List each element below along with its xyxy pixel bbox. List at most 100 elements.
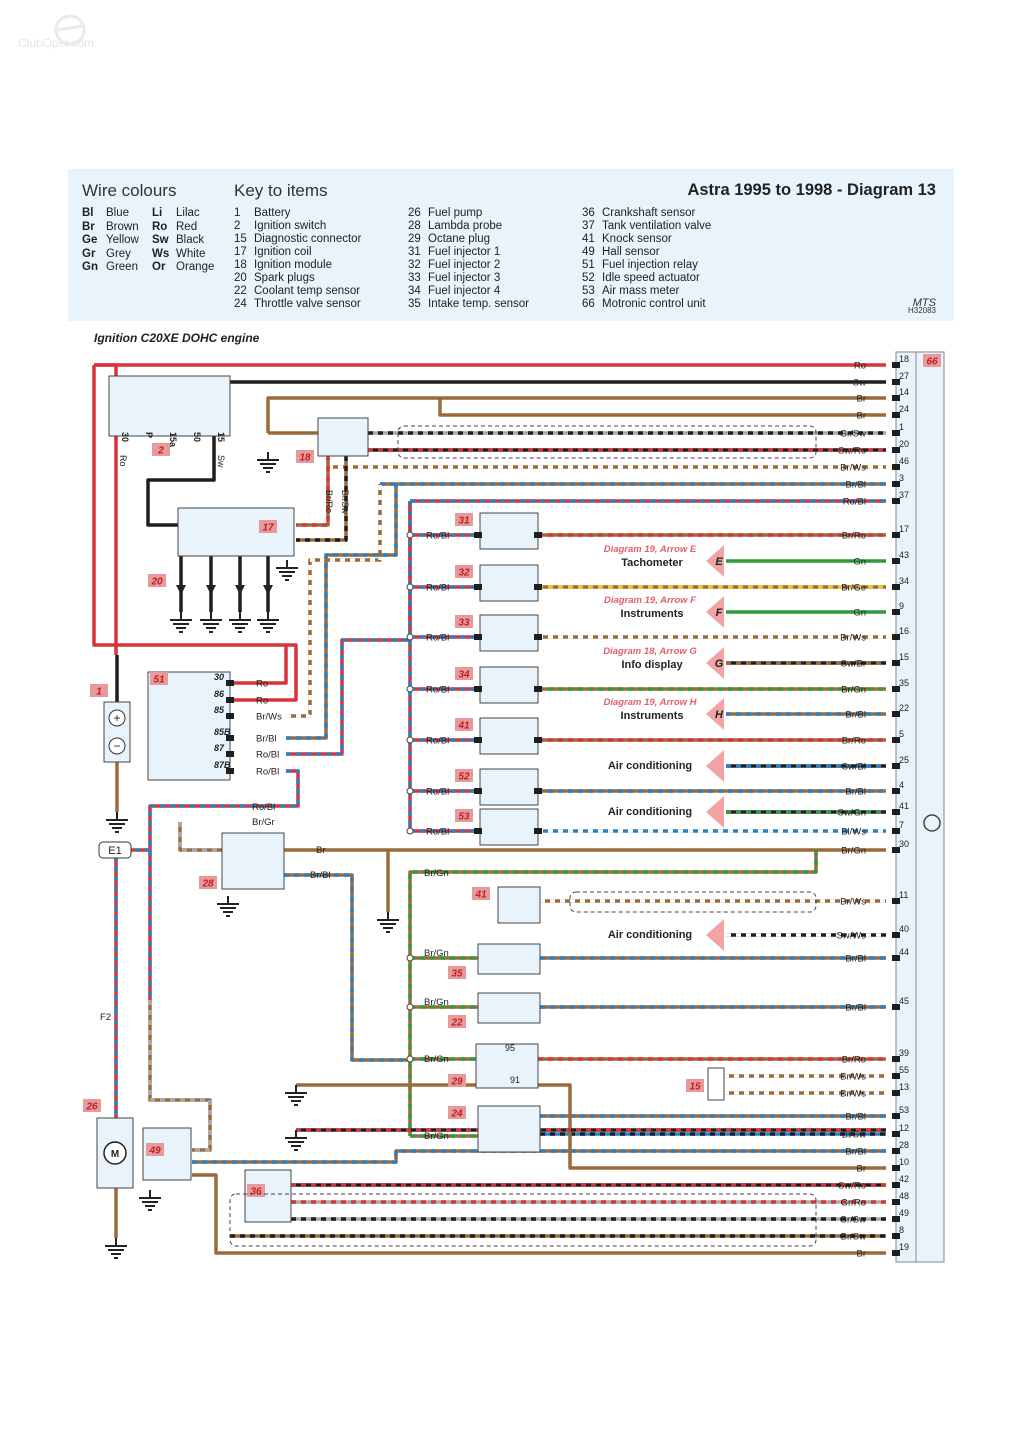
item-number: 35: [451, 969, 463, 980]
wire-label: Ro/Bl: [426, 827, 449, 838]
ecu-wire-label: Sw: [853, 378, 866, 389]
key-number: 33: [408, 272, 421, 284]
plus-sign: +: [113, 711, 120, 725]
air-conditioning-label: Air conditioning: [608, 760, 692, 772]
watermark-logo: [54, 14, 86, 46]
reference-label: Info display: [621, 659, 683, 671]
key-number: 37: [582, 220, 595, 232]
wire-trace: [296, 456, 348, 542]
watermark-text: ClubOpel.com: [18, 36, 95, 50]
injector-41: [479, 717, 539, 755]
pin: [534, 584, 542, 590]
ecu-pin-number: 7: [899, 820, 904, 830]
spark-plug-icon: [263, 585, 273, 595]
pin: [474, 828, 482, 834]
arrow-icon: [706, 750, 724, 782]
pin: [226, 735, 234, 741]
junction: [406, 827, 414, 835]
junction: [406, 633, 414, 641]
ecu-pin-number: 30: [899, 839, 909, 849]
shielding: [569, 891, 817, 913]
key-label: Hall sensor: [602, 246, 660, 258]
pin: [892, 1165, 900, 1171]
pin: [892, 412, 900, 418]
wire-label: Ro/Bl: [426, 531, 449, 542]
key-label: Fuel injection relay: [602, 259, 698, 271]
ecu-pin-number: 42: [899, 1174, 909, 1184]
arrow-icon: [706, 919, 724, 951]
ecu-pin-number: 19: [899, 1242, 909, 1252]
arrow-letter: E: [715, 556, 723, 568]
item-number: 33: [458, 618, 470, 629]
colour-name: Orange: [176, 261, 215, 273]
octane-plug: [475, 1043, 539, 1089]
key-label: Ignition coil: [254, 246, 312, 258]
pin: [892, 1131, 900, 1137]
injector-53: [479, 808, 539, 846]
pin: [892, 558, 900, 564]
item-number: 15: [689, 1082, 701, 1093]
ecu-pin-number: 22: [899, 703, 909, 713]
wire-label: Ro/Bl: [426, 787, 449, 798]
item-number: 17: [262, 523, 274, 534]
ecu-symbol-icon: [923, 814, 941, 832]
key-number: 35: [408, 298, 421, 310]
ecu-pin-number: 35: [899, 678, 909, 688]
key-number: 28: [408, 220, 421, 232]
pin: [892, 395, 900, 401]
item-badge: [83, 1099, 101, 1112]
key-number: 22: [234, 285, 247, 297]
key-label: Fuel injector 1: [428, 246, 501, 258]
arrow-icon: [706, 647, 724, 679]
ecu-wire-label: Br: [857, 411, 867, 422]
relay-51: [147, 671, 231, 781]
ecu-pin-number: 28: [899, 1140, 909, 1150]
key-item: 33 Fuel injector 3: [408, 272, 500, 284]
ecu-wire-label: Br/Bl: [845, 787, 866, 798]
ecu-wire-label: Br/Bl: [845, 1112, 866, 1123]
wire: [296, 456, 330, 527]
item-number: 32: [458, 568, 470, 579]
ecu-wire-label: Bl/Sw: [842, 1130, 866, 1141]
wire-trace: [114, 848, 150, 1010]
components: [83, 351, 945, 1263]
wire-label: Ro/Bl: [426, 736, 449, 747]
key-number: 20: [234, 272, 247, 284]
key-label: Fuel pump: [428, 207, 483, 219]
key-label: Idle speed actuator: [602, 272, 700, 284]
e1-box: [98, 841, 132, 859]
legend-panel: Wire colours Key to items Astra 1995 to …: [68, 169, 954, 321]
pin: [892, 532, 900, 538]
shielding: [229, 1193, 817, 1247]
colour-code: Ro: [152, 220, 168, 233]
key-number: 34: [408, 285, 421, 297]
key-label: Fuel injector 3: [428, 272, 501, 284]
pin: [892, 828, 900, 834]
item-number: 29: [450, 1077, 463, 1088]
colour-name: Lilac: [176, 207, 200, 219]
pin: [474, 788, 482, 794]
ecu-wire-label: Sw/Br: [841, 659, 866, 670]
arrow-icon: [706, 545, 724, 577]
pin: [892, 498, 900, 504]
ecu-pin-number: 46: [899, 456, 909, 466]
pin: [892, 481, 900, 487]
switch-terminal: 30: [120, 432, 130, 442]
pin: [892, 430, 900, 436]
item-badge: [152, 443, 170, 456]
item-badge: [455, 667, 473, 680]
ecu-pin-number: 55: [899, 1065, 909, 1075]
wire-label: Br/Ro: [324, 490, 334, 513]
injector-52: [479, 768, 539, 806]
switch-terminal: 50: [192, 432, 202, 442]
junction: [406, 583, 414, 591]
minus-sign: −: [113, 739, 120, 753]
